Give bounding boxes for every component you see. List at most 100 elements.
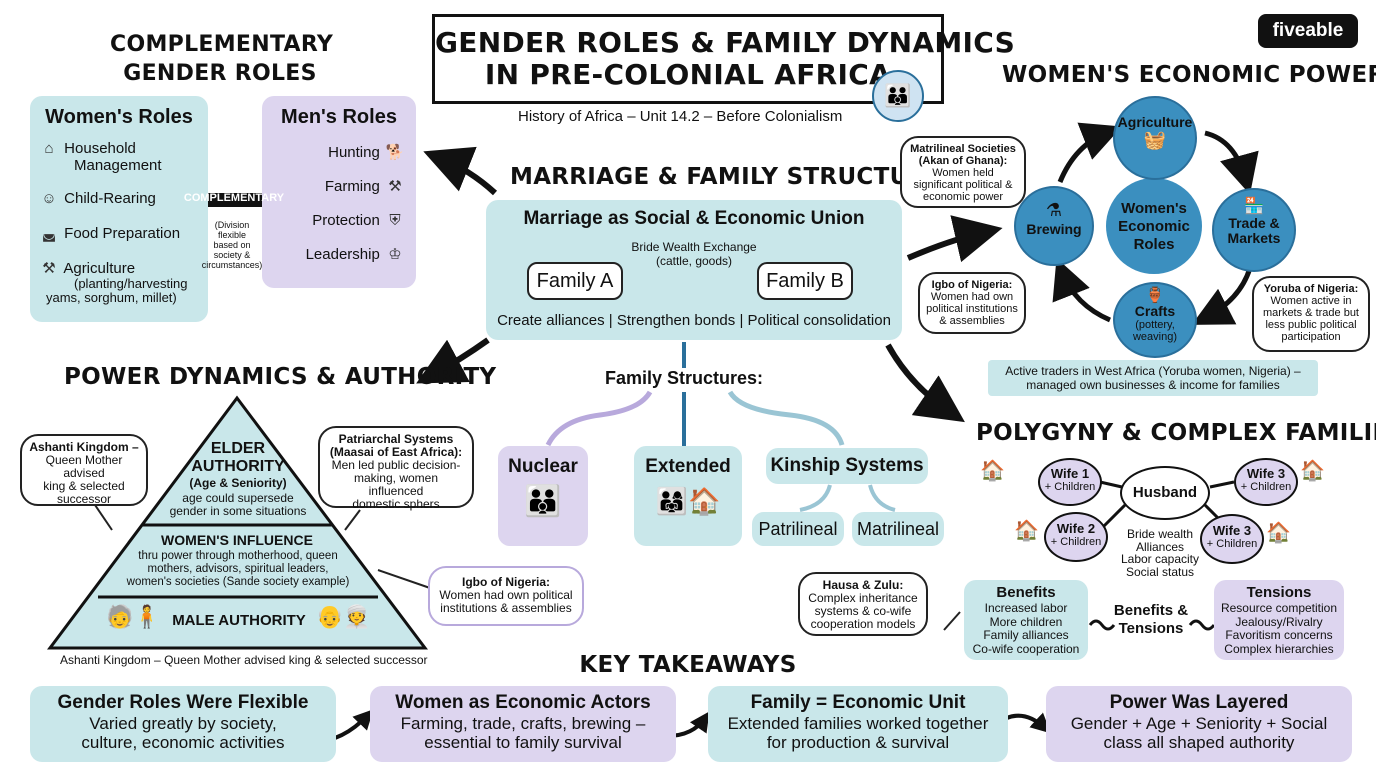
note-line: flexible [217,230,246,240]
note-line: economic power [922,191,1004,203]
brewing-pot-icon: ⚗ [1045,200,1063,220]
note-line: making, women influenced [353,471,439,498]
benefit-item: Increased labor [984,601,1068,615]
wife-1-children: + Children [1044,481,1096,493]
complementary-arrow-label: COMPLEMENTARY [183,192,285,204]
note-line: systems & co-wife [814,604,912,618]
takeaways-heading: KEY TAKEAWAYS [579,652,797,678]
role-farming: Farming [324,178,380,195]
note-line: king & selected [43,479,125,493]
brewing-circle: ⚗ Brewing [1014,186,1094,266]
male-authority-label: MALE AUTHORITY [172,612,306,629]
ashanti-note-bubble: Ashanti Kingdom – Queen Mother advised k… [20,434,148,506]
elder-sub: (Age & Seniority) [189,476,287,490]
market-stall-icon: 🏪 [1244,198,1264,215]
wife-1-node: Wife 1 + Children [1038,458,1102,506]
womens-roles-title: Women's Roles [45,106,193,128]
elder-desc-line: gender in some situations [169,504,307,518]
wife-3-children-bottom: + Children [1206,538,1258,550]
takeaway-title-3: Family = Economic Unit [750,692,966,713]
influence-line: thru power through motherhood, queen [138,550,338,562]
role-protection: Protection [312,212,380,229]
economic-heading: WOMEN'S ECONOMIC POWER [1002,62,1376,88]
elder-authority-label: ELDER AUTHORITY (Age & Seniority) [180,440,296,490]
note-line: participation [1281,331,1341,343]
arrow-to-polygyny [885,343,965,423]
tension-item: Jealousy/Rivalry [1235,614,1323,629]
takeaway-card-2: Women as Economic Actors Farming, trade,… [370,686,676,762]
womens-influence-label: WOMEN'S INFLUENCE [161,532,313,548]
role-management: Management [74,157,162,174]
title-box: GENDER ROLES & FAMILY DYNAMICS IN PRE-CO… [432,14,1015,104]
elder-description: age could supersede gender in some situa… [160,492,316,518]
loom-icon: 🏺 [1145,287,1165,304]
economic-center-circle: Women's Economic Roles [1106,178,1202,274]
reason-line: Alliances [1135,539,1185,554]
mens-roles-box: Men's Roles Hunting 🐕 Farming ⚒ Protecti… [262,96,416,288]
shield-icon: ⛨ [389,212,401,229]
benefit-item: Co-wife cooperation [972,641,1080,656]
note-line: (Maasai of East Africa): [329,445,463,459]
igbo-power-note-bubble: Igbo of Nigeria: Women had own political… [428,566,584,626]
igbo-economic-note-bubble: Igbo of Nigeria: Women had own political… [918,272,1026,334]
womens-roles-box: Women's Roles ⌂ Household Management ☺ C… [30,96,208,322]
family-structures-heading: Family Structures: [604,368,764,388]
family-circle-icon: 👪 [872,70,924,122]
benefits-tensions-label: Benefits & Tensions [1108,602,1194,638]
wife-2-node: Wife 2 + Children [1044,512,1108,562]
benefit-item: Family alliances [983,628,1069,642]
note-line: Women held [932,167,994,179]
house-icon-2: 🏠 [1014,520,1039,542]
plow-icon: ⚒ [388,178,402,195]
complementary-heading-1: COMPLEMENTARY [110,32,334,57]
role-household: Household [64,140,136,157]
note-line: institutions & assemblies [440,601,572,615]
role-leadership: Leadership [305,246,380,263]
role-agriculture: Agriculture [63,260,136,277]
note-line: & assemblies [939,315,1005,327]
wife-2-children: + Children [1050,536,1102,548]
note-line: Igbo of Nigeria: [931,279,1013,291]
pyramid-outline [47,395,429,650]
role-hunting: Hunting [328,144,380,161]
takeaway-line-3b: for production & survival [766,733,950,752]
takeaway-line-1a: Varied greatly by society, [89,714,277,733]
influence-line: mothers, advisors, spiritual leaders, [147,563,329,575]
crafts-sub-2: weaving) [1132,331,1178,343]
takeaway-title-1: Gender Roles Were Flexible [57,692,309,713]
brewing-label: Brewing [1026,221,1082,237]
trade-circle: 🏪 Trade & Markets [1212,188,1296,272]
bride-wealth: Bride Wealth Exchange [631,240,757,254]
arrow-to-economic [906,215,1003,263]
matrilineal-note-bubble: Matrilineal Societies (Akan of Ghana): W… [900,136,1026,208]
note-line: Matrilineal Societies [910,143,1016,155]
note-line: Men led public decision- [331,458,461,472]
note-line: Women had own political [439,588,573,602]
dog-icon: 🐕 [385,144,405,161]
benefits-box: Benefits Increased labor More children F… [964,580,1088,660]
reason-line: Bride wealth [1126,527,1194,541]
tension-item: Favoritism concerns [1225,628,1333,642]
husband-node: Husband [1120,466,1210,520]
takeaway-title-2: Women as Economic Actors [395,692,651,713]
note-line: Complex inheritance [808,591,918,605]
patrilineal-box: Patrilineal [752,512,844,546]
power-heading: POWER DYNAMICS & AUTHORITY [64,364,497,390]
center-line: Women's [1121,200,1187,217]
note-line: less public political [1265,319,1357,331]
chiefs-icon: 👴👳 [316,604,371,629]
polygyny-heading: POLYGYNY & COMPLEX FAMILIES [976,420,1376,446]
house-icon-1: 🏠 [980,460,1005,482]
note-line: (Division [214,220,250,230]
womens-influence-description: thru power through motherhood, queen mot… [100,550,376,589]
note-line: successor [56,492,112,506]
elders-icon: 🧓🧍 [106,604,161,629]
crown-icon: ♔ [388,246,402,263]
wife-2-label: Wife 2 [1056,521,1096,536]
crafts-circle: 🏺 Crafts (pottery, weaving) [1113,282,1197,358]
note-line: Women had own [930,291,1014,303]
wife-3-node-top: Wife 3 + Children [1234,458,1298,506]
note-line: Women active in [1270,295,1352,307]
tension-item: Complex hierarchies [1224,641,1334,656]
